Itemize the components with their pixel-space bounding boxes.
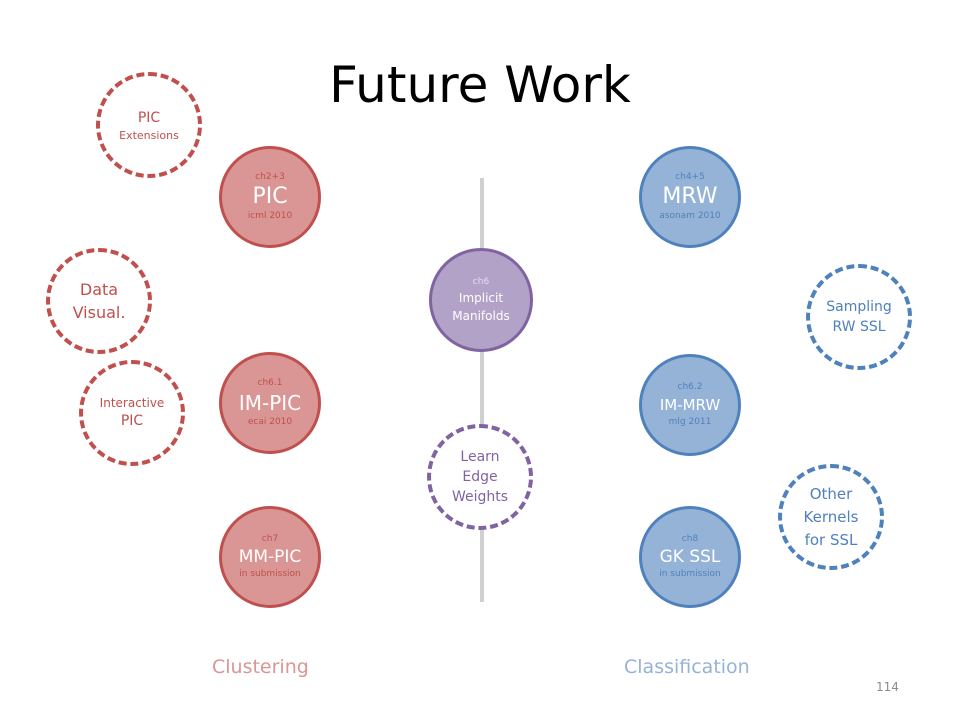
im-mrw-node: ch6.2 IM-MRW mlg 2011 <box>639 354 741 456</box>
pic-extensions-node: PIC Extensions <box>96 72 202 178</box>
pic-node: ch2+3 PIC icml 2010 <box>219 146 321 248</box>
mrw-node: ch4+5 MRW asonam 2010 <box>639 146 741 248</box>
pic-extensions-line2: Extensions <box>119 128 179 142</box>
mrw-name: MRW <box>662 184 718 209</box>
learn-edge-line2: Edge <box>462 469 498 485</box>
mm-pic-name: MM-PIC <box>238 547 302 567</box>
sampling-line2: RW SSL <box>832 319 886 335</box>
learn-edge-weights-node: Learn Edge Weights <box>427 424 533 530</box>
pic-chapter: ch2+3 <box>255 172 285 182</box>
clustering-label: Clustering <box>212 656 309 678</box>
gk-ssl-venue: in submission <box>659 569 721 579</box>
interactive-pic-line1: Interactive <box>99 395 165 410</box>
mm-pic-venue: in submission <box>239 569 301 579</box>
mrw-chapter: ch4+5 <box>675 172 705 182</box>
implicit-line1: Implicit <box>458 290 504 305</box>
pic-venue: icml 2010 <box>247 211 293 221</box>
im-mrw-chapter: ch6.2 <box>677 382 703 392</box>
sampling-line1: Sampling <box>826 299 892 315</box>
data-visual-node: Data Visual. <box>46 248 152 354</box>
gk-ssl-name: GK SSL <box>659 547 721 567</box>
mrw-venue: asonam 2010 <box>659 211 721 221</box>
im-mrw-venue: mlg 2011 <box>668 417 712 427</box>
classification-label: Classification <box>624 656 750 678</box>
learn-edge-line1: Learn <box>460 449 500 465</box>
pic-name: PIC <box>252 184 288 209</box>
slide-title: Future Work <box>329 56 631 114</box>
other-kernels-line1: Other <box>809 484 853 503</box>
other-kernels-line3: for SSL <box>804 530 858 549</box>
interactive-pic-line2: PIC <box>120 412 144 429</box>
gk-ssl-node: ch8 GK SSL in submission <box>639 506 741 608</box>
interactive-pic-node: Interactive PIC <box>79 360 185 466</box>
pic-extensions-line1: PIC <box>137 109 161 126</box>
data-visual-line1: Data <box>79 280 119 299</box>
implicit-manifolds-node: ch6 Implicit Manifolds <box>429 248 533 352</box>
other-kernels-line2: Kernels <box>803 507 859 526</box>
implicit-line2: Manifolds <box>452 308 510 323</box>
gk-ssl-chapter: ch8 <box>681 534 699 544</box>
center-divider <box>480 178 484 602</box>
im-mrw-name: IM-MRW <box>659 396 721 414</box>
implicit-chapter: ch6 <box>472 276 490 287</box>
other-kernels-node: Other Kernels for SSL <box>778 464 884 570</box>
im-pic-chapter: ch6.1 <box>257 378 283 388</box>
learn-edge-line3: Weights <box>451 489 509 505</box>
im-pic-venue: ecai 2010 <box>247 417 293 427</box>
im-pic-node: ch6.1 IM-PIC ecai 2010 <box>219 352 321 454</box>
mm-pic-node: ch7 MM-PIC in submission <box>219 506 321 608</box>
data-visual-line2: Visual. <box>72 303 126 322</box>
sampling-rw-ssl-node: Sampling RW SSL <box>806 264 912 370</box>
im-pic-name: IM-PIC <box>238 391 302 415</box>
mm-pic-chapter: ch7 <box>261 534 279 544</box>
page-number: 114 <box>876 680 899 694</box>
